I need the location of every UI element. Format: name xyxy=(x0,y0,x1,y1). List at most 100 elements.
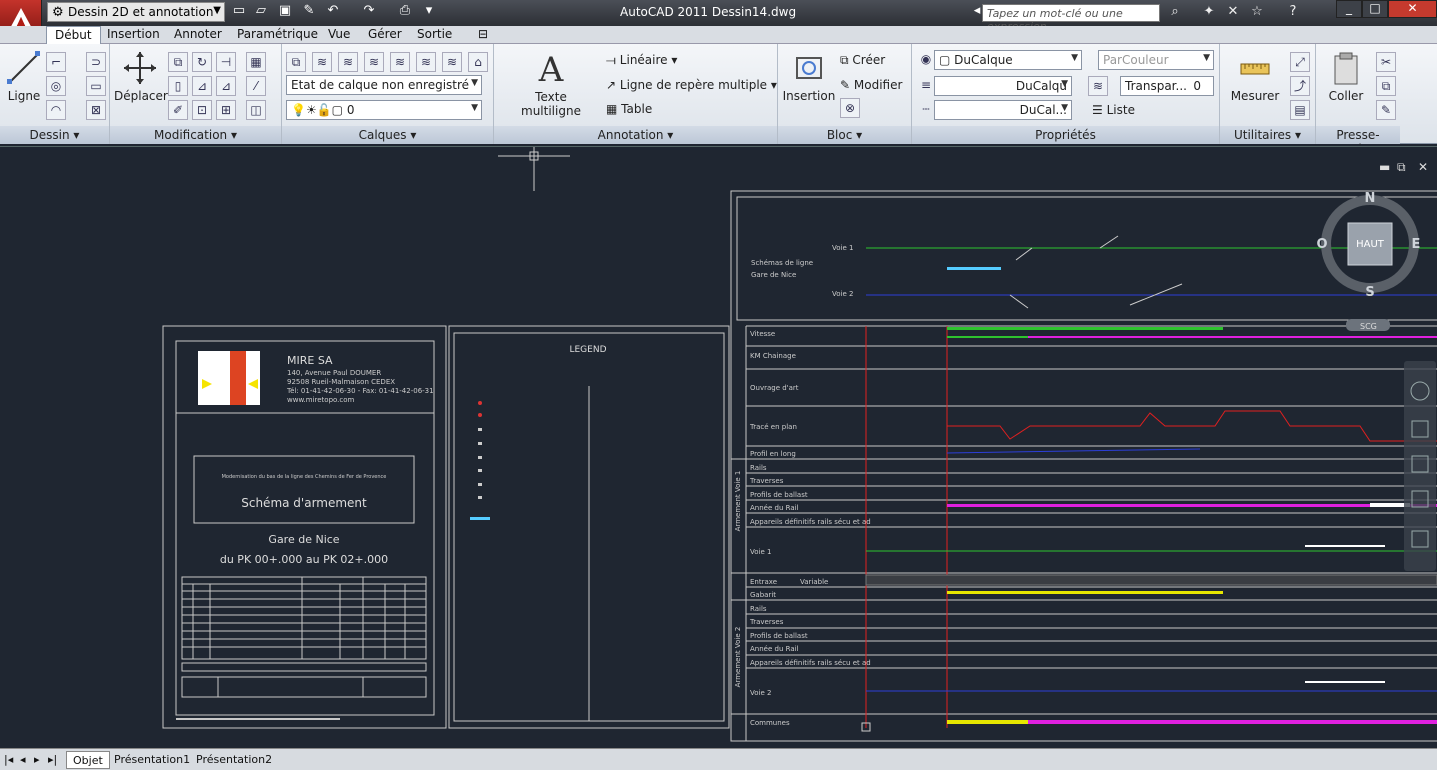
panel-title-modification[interactable]: Modification ▾ xyxy=(110,126,281,144)
layer-previous-icon[interactable]: ≋ xyxy=(364,52,384,72)
panel-title-dessin[interactable]: Dessin ▾ xyxy=(0,126,109,144)
star-icon[interactable]: ☆ xyxy=(1251,4,1263,19)
tab-debut[interactable]: Début xyxy=(46,26,101,45)
quick-select-icon[interactable]: ⤴ xyxy=(1290,76,1310,96)
tab-objet[interactable]: Objet xyxy=(66,751,110,769)
rotate-icon[interactable]: ↻ xyxy=(192,52,212,72)
showmotion-icon[interactable] xyxy=(1411,530,1429,548)
workspace-select[interactable]: ⚙ Dessin 2D et annotation ▼ xyxy=(47,2,225,22)
wrench-icon[interactable]: ✦ xyxy=(1203,4,1215,19)
block-attribute-icon[interactable]: ⊗ xyxy=(840,98,860,118)
quick-access-menu-icon[interactable]: ▾ xyxy=(425,3,433,18)
layer-properties-icon[interactable]: ⧉ xyxy=(286,52,306,72)
tab-parametrique[interactable]: Paramétrique xyxy=(237,27,318,41)
arc-icon[interactable]: ◠ xyxy=(46,100,66,120)
save-icon[interactable]: ▣ xyxy=(278,3,292,18)
drawing-area[interactable]: ▬ ⧉ ✕ xyxy=(0,146,1437,748)
move-button[interactable]: Déplacer xyxy=(114,50,168,103)
next-tab-icon[interactable]: ▸ xyxy=(34,753,40,766)
panel-title-calques[interactable]: Calques ▾ xyxy=(282,126,493,144)
linetype-select[interactable]: DuCalqu▼ xyxy=(934,76,1072,96)
viewcube-top[interactable]: HAUT xyxy=(1356,239,1385,250)
search-input[interactable]: Tapez un mot-clé ou une expression xyxy=(982,4,1160,33)
tab-annoter[interactable]: Annoter xyxy=(174,27,222,41)
measure-button[interactable]: Mesurer xyxy=(1224,50,1286,103)
save-as-icon[interactable]: ✎ xyxy=(303,3,315,18)
layer-select[interactable]: 💡☀🔓▢ 0▼ xyxy=(286,100,482,120)
help-icon[interactable]: ? xyxy=(1289,4,1297,19)
panel-title-presse-papiers[interactable]: Presse-papiers xyxy=(1316,126,1400,156)
exchange-icon[interactable]: ✕ xyxy=(1227,4,1239,19)
tab-gerer[interactable]: Gérer xyxy=(368,27,402,41)
match-icon[interactable]: ✎ xyxy=(1376,100,1396,120)
select-all-icon[interactable]: ⤢ xyxy=(1290,52,1310,72)
create-block-button[interactable]: ⧉ Créer xyxy=(840,53,886,67)
undo-icon[interactable]: ↶ xyxy=(327,3,339,18)
extend-icon[interactable]: ⁄ xyxy=(246,76,266,96)
open-folder-icon[interactable]: ▱ xyxy=(256,3,266,18)
chevron-left-icon[interactable]: ◂ xyxy=(973,3,981,18)
circle-icon[interactable]: ◎ xyxy=(46,76,66,96)
paste-button[interactable]: Coller xyxy=(1320,50,1372,103)
color-select[interactable]: ▢ DuCalque▼ xyxy=(934,50,1082,70)
pan-icon[interactable] xyxy=(1411,420,1429,438)
polyline-icon[interactable]: ⌐ xyxy=(46,52,66,72)
plot-icon[interactable]: ⎙ xyxy=(399,3,411,18)
viewcube-north[interactable]: N xyxy=(1365,191,1376,206)
viewport-close-icon[interactable]: ✕ xyxy=(1418,160,1428,174)
stretch-icon[interactable]: ⊿ xyxy=(216,76,236,96)
tab-presentation1[interactable]: Présentation1 xyxy=(114,753,191,766)
match-properties-icon[interactable]: ≋ xyxy=(1088,76,1108,96)
layer-icon[interactable]: ≋ xyxy=(312,52,332,72)
panel-title-bloc[interactable]: Bloc ▾ xyxy=(778,126,911,144)
linear-dimension-button[interactable]: ⟞ Linéaire ▾ xyxy=(606,53,678,67)
linetype-icon[interactable]: ┄ xyxy=(922,102,930,116)
region-icon[interactable]: ⊠ xyxy=(86,100,106,120)
viewport-minimize-icon[interactable]: ▬ xyxy=(1379,160,1390,174)
layer-match-icon[interactable]: ≋ xyxy=(338,52,358,72)
panel-title-annotation[interactable]: Annotation ▾ xyxy=(494,126,777,144)
trim-icon[interactable]: ⊣ xyxy=(216,52,236,72)
last-tab-icon[interactable]: ▸| xyxy=(48,753,58,766)
steering-wheel-icon[interactable] xyxy=(1410,381,1430,401)
array-icon[interactable]: ▦ xyxy=(246,52,266,72)
explode-icon[interactable]: ⊞ xyxy=(216,100,236,120)
close-button[interactable]: ✕ xyxy=(1388,0,1437,18)
zoom-icon[interactable] xyxy=(1411,455,1429,473)
panel-title-proprietes[interactable]: Propriétés xyxy=(912,126,1219,144)
lineweight-select[interactable]: DuCal...▼ xyxy=(934,100,1072,120)
list-button[interactable]: ☰ Liste xyxy=(1092,103,1135,117)
binoculars-icon[interactable]: ⌕ xyxy=(1171,4,1179,19)
rectangle-icon[interactable]: ▭ xyxy=(86,76,106,96)
erase-icon[interactable]: ✐ xyxy=(168,100,188,120)
prev-tab-icon[interactable]: ◂ xyxy=(20,753,26,766)
layer-isolate-icon[interactable]: ≋ xyxy=(390,52,410,72)
ucs-menu[interactable]: SCG xyxy=(1360,322,1377,331)
tab-sortie[interactable]: Sortie xyxy=(417,27,453,41)
table-button[interactable]: ▦ Table xyxy=(606,102,653,116)
maximize-button[interactable]: □ xyxy=(1362,0,1388,18)
layer-state-select[interactable]: Etat de calque non enregistré▼ xyxy=(286,75,482,95)
redo-icon[interactable]: ↷ xyxy=(363,3,375,18)
fillet-icon[interactable]: ⊿ xyxy=(192,76,212,96)
plotstyle-select[interactable]: ParCouleur▼ xyxy=(1098,50,1214,70)
cut-icon[interactable]: ✂ xyxy=(1376,52,1396,72)
layer-freeze-icon[interactable]: ≋ xyxy=(416,52,436,72)
color-wheel-icon[interactable]: ◉ xyxy=(920,52,932,66)
transparency-field[interactable]: Transpar... 0 xyxy=(1120,76,1214,96)
minimize-button[interactable]: _ xyxy=(1336,0,1362,18)
viewcube[interactable]: HAUT N S E O SCG xyxy=(1316,191,1420,331)
offset-icon[interactable]: ◫ xyxy=(246,100,266,120)
edit-block-button[interactable]: ✎ Modifier xyxy=(840,78,903,92)
calculator-icon[interactable]: ▤ xyxy=(1290,100,1310,120)
tab-insertion[interactable]: Insertion xyxy=(107,27,160,41)
mirror-icon[interactable]: ▯ xyxy=(168,76,188,96)
copy-icon[interactable]: ⧉ xyxy=(168,52,188,72)
layer-off-icon[interactable]: ≋ xyxy=(442,52,462,72)
lineweight-icon[interactable]: ≡ xyxy=(920,78,932,92)
viewcube-south[interactable]: S xyxy=(1365,285,1374,300)
viewcube-west[interactable]: O xyxy=(1316,237,1327,252)
panel-title-utilitaires[interactable]: Utilitaires ▾ xyxy=(1220,126,1315,144)
viewport-restore-icon[interactable]: ⧉ xyxy=(1397,160,1406,174)
tab-vue[interactable]: Vue xyxy=(328,27,351,41)
